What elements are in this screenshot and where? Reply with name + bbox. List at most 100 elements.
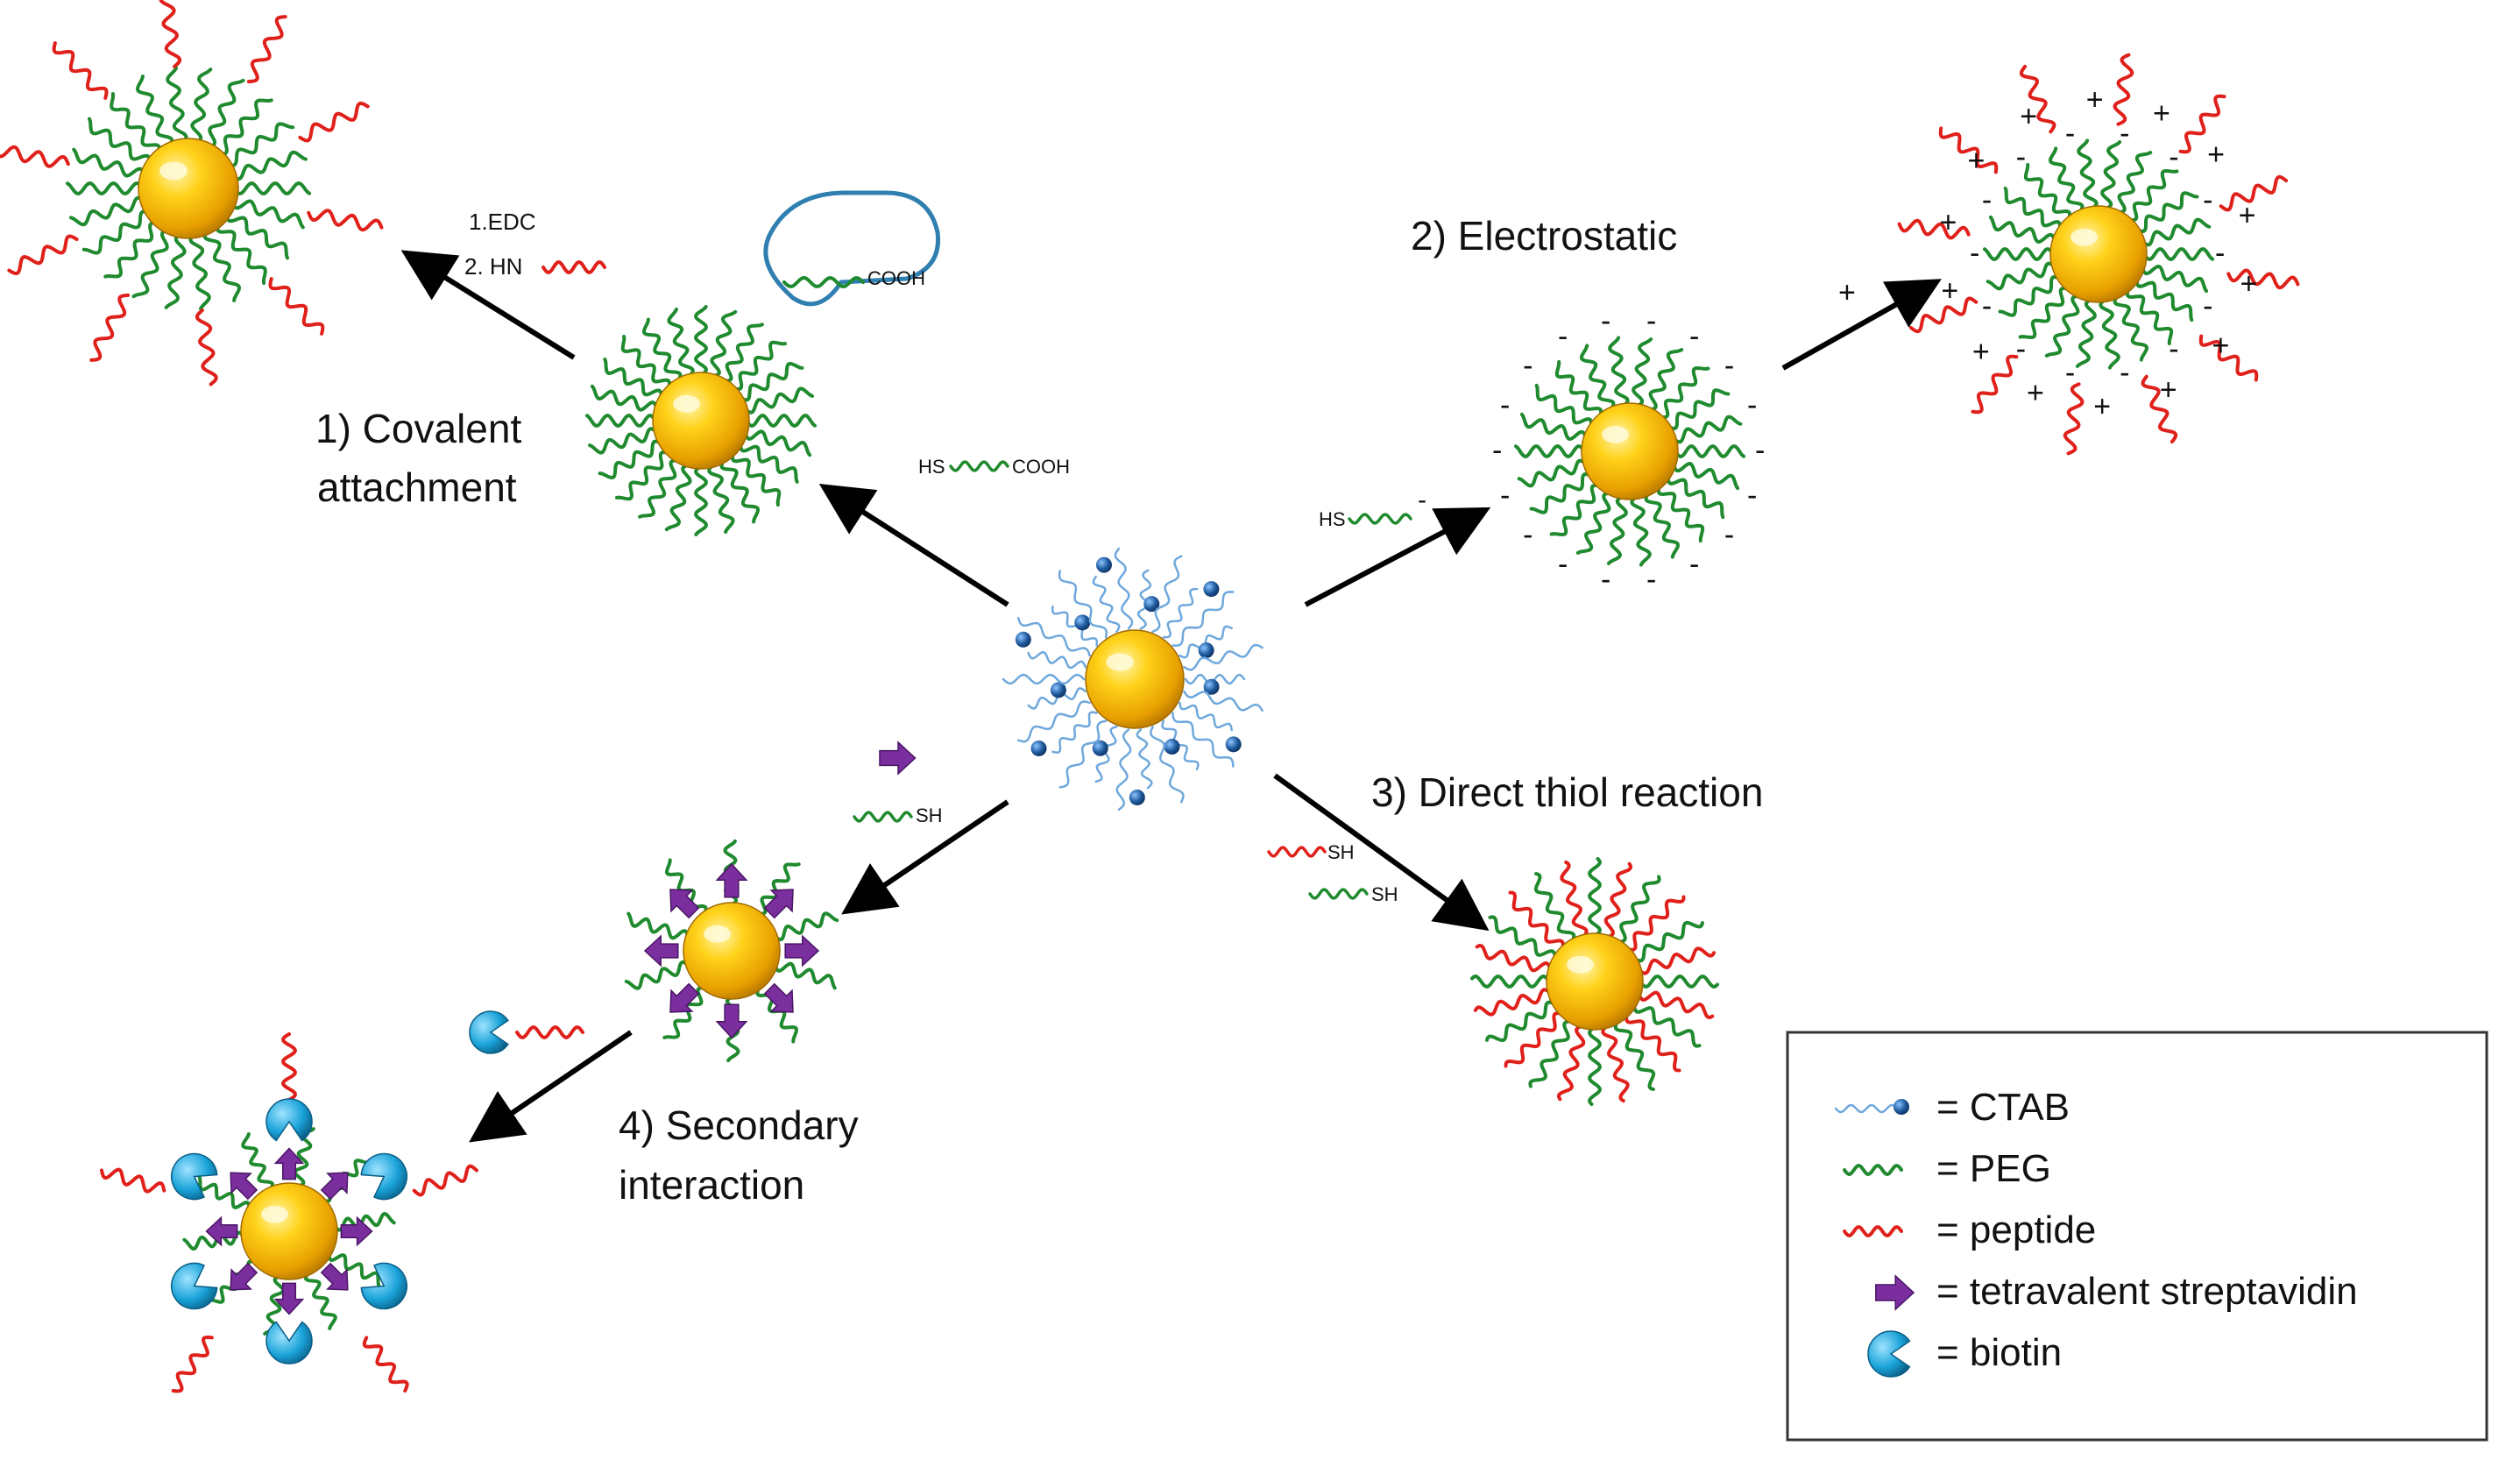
positive-charge: +	[2020, 100, 2037, 133]
negative-charge: -	[1646, 563, 1656, 597]
gold-highlight	[704, 925, 731, 943]
ctab-tail	[1016, 617, 1091, 657]
negative-charge: -	[2016, 332, 2026, 365]
peg-chain	[131, 228, 172, 299]
negative-charge: -	[2065, 356, 2075, 389]
peg-chain	[66, 181, 145, 195]
positive-charge: +	[2093, 390, 2111, 423]
peg-chain	[1988, 215, 2057, 245]
peg-chain	[197, 1174, 251, 1212]
positive-charge: +	[2086, 83, 2104, 117]
positive-charge: +	[2207, 138, 2225, 172]
mixed-chain	[1616, 875, 1661, 944]
peg-icon	[1843, 1164, 1903, 1176]
peg-chain	[1554, 360, 1603, 419]
negative-charge: -	[2203, 183, 2212, 216]
peg-chain	[81, 209, 152, 255]
legend-box	[1786, 1031, 2488, 1442]
label-electrostatic: 2) Electrostatic	[1411, 213, 1677, 259]
peg-chain	[1998, 275, 2063, 317]
negative-charge: -	[1747, 478, 1757, 512]
peg-chain	[730, 450, 782, 507]
negative-charge: -	[2203, 290, 2212, 323]
peg-chain	[2018, 286, 2071, 339]
ctab-tail	[1115, 728, 1132, 812]
streptavidin-shape	[320, 1262, 349, 1291]
peg-chain	[190, 67, 213, 145]
peg-chain	[624, 960, 690, 990]
peg-chain	[2048, 146, 2085, 215]
ctab-head	[1225, 736, 1242, 753]
peg-chain	[2077, 138, 2099, 211]
reagent-peg-icon	[949, 460, 1009, 472]
peg-chain	[72, 147, 147, 178]
negative-charge: -	[1755, 434, 1765, 467]
negative-charge: -	[2065, 117, 2075, 151]
peg-chain	[1646, 348, 1684, 412]
streptavidin-shape	[784, 934, 820, 967]
gold-nanoparticle	[1581, 402, 1679, 500]
mixed-chain	[1588, 1025, 1602, 1106]
positive-charge: +	[1972, 335, 1990, 368]
peptide-chain	[362, 1336, 409, 1393]
reagent-minus: -	[1418, 485, 1426, 514]
streptavidin-shape	[273, 1147, 305, 1180]
ctab-tail	[1136, 569, 1152, 630]
negative-charge: -	[1970, 237, 1979, 270]
positive-charge: +	[2153, 97, 2170, 131]
ctab-tail	[1179, 625, 1233, 659]
gold-highlight	[673, 394, 700, 413]
legend-peptide: = peptide	[1936, 1208, 2096, 1251]
reagent-plus: +	[1838, 276, 1856, 309]
peg-chain	[2115, 151, 2153, 215]
bubble-cooh-text: COOH	[867, 267, 925, 289]
peg-chain	[1671, 461, 1740, 491]
peptide-chain	[1938, 126, 1999, 174]
legend-streptavidin: = tetravalent streptavidin	[1936, 1270, 2358, 1313]
peptide-chain	[268, 277, 325, 336]
bubble-peg-icon	[782, 276, 865, 288]
streptavidin-shape	[205, 1215, 238, 1247]
streptavidin-arrow	[669, 982, 700, 1013]
reagent-hs-2: HS	[1319, 508, 1346, 530]
streptavidin-shape	[230, 1172, 258, 1201]
biotin-shape	[469, 1010, 509, 1054]
positive-charge: +	[2160, 373, 2177, 407]
peg-chain	[719, 458, 761, 524]
peg-chain	[224, 211, 289, 260]
negative-charge: -	[1523, 518, 1533, 551]
peg-chain	[710, 309, 738, 379]
peptide-chain	[171, 1336, 214, 1393]
gold-nanoparticle	[683, 902, 781, 1000]
peg-chain	[205, 78, 245, 149]
streptavidin-shape	[715, 862, 748, 898]
legend-icons	[1834, 1099, 1915, 1378]
biotin-shape	[171, 1152, 218, 1201]
ctab-head	[1198, 642, 1214, 659]
nanoparticles: -------------------+-+-+-+-+-+-+-+-+-+-+…	[0, 0, 2300, 1393]
peg-chain	[2100, 140, 2122, 211]
peg-chain	[1666, 388, 1731, 430]
ctab-head	[1129, 789, 1145, 805]
peptide-chain	[412, 1164, 478, 1197]
peg-chain	[216, 221, 267, 285]
mixed-chain	[1632, 1003, 1702, 1048]
streptavidin-arrow	[230, 1262, 258, 1291]
peptide-chain	[2226, 268, 2300, 290]
ctab-head	[1015, 631, 1031, 648]
ctab-tail	[1094, 725, 1118, 783]
streptavidin-shape	[1875, 1274, 1915, 1311]
peg-chain	[2127, 169, 2179, 223]
label-covalent-1: 1) Covalent	[315, 406, 521, 451]
streptavidin-arrow	[669, 889, 700, 919]
negative-charge: -	[2120, 117, 2129, 151]
ctab-tail	[1027, 650, 1087, 670]
peg-chain	[626, 911, 690, 940]
peg-chain	[1666, 474, 1725, 520]
ctab-head	[1203, 678, 1220, 695]
streptavidin-shape	[669, 889, 700, 919]
reagent-sh-peg: SH	[916, 804, 943, 826]
peptide-chain	[1897, 218, 1971, 240]
ctab-tail	[1058, 719, 1108, 789]
